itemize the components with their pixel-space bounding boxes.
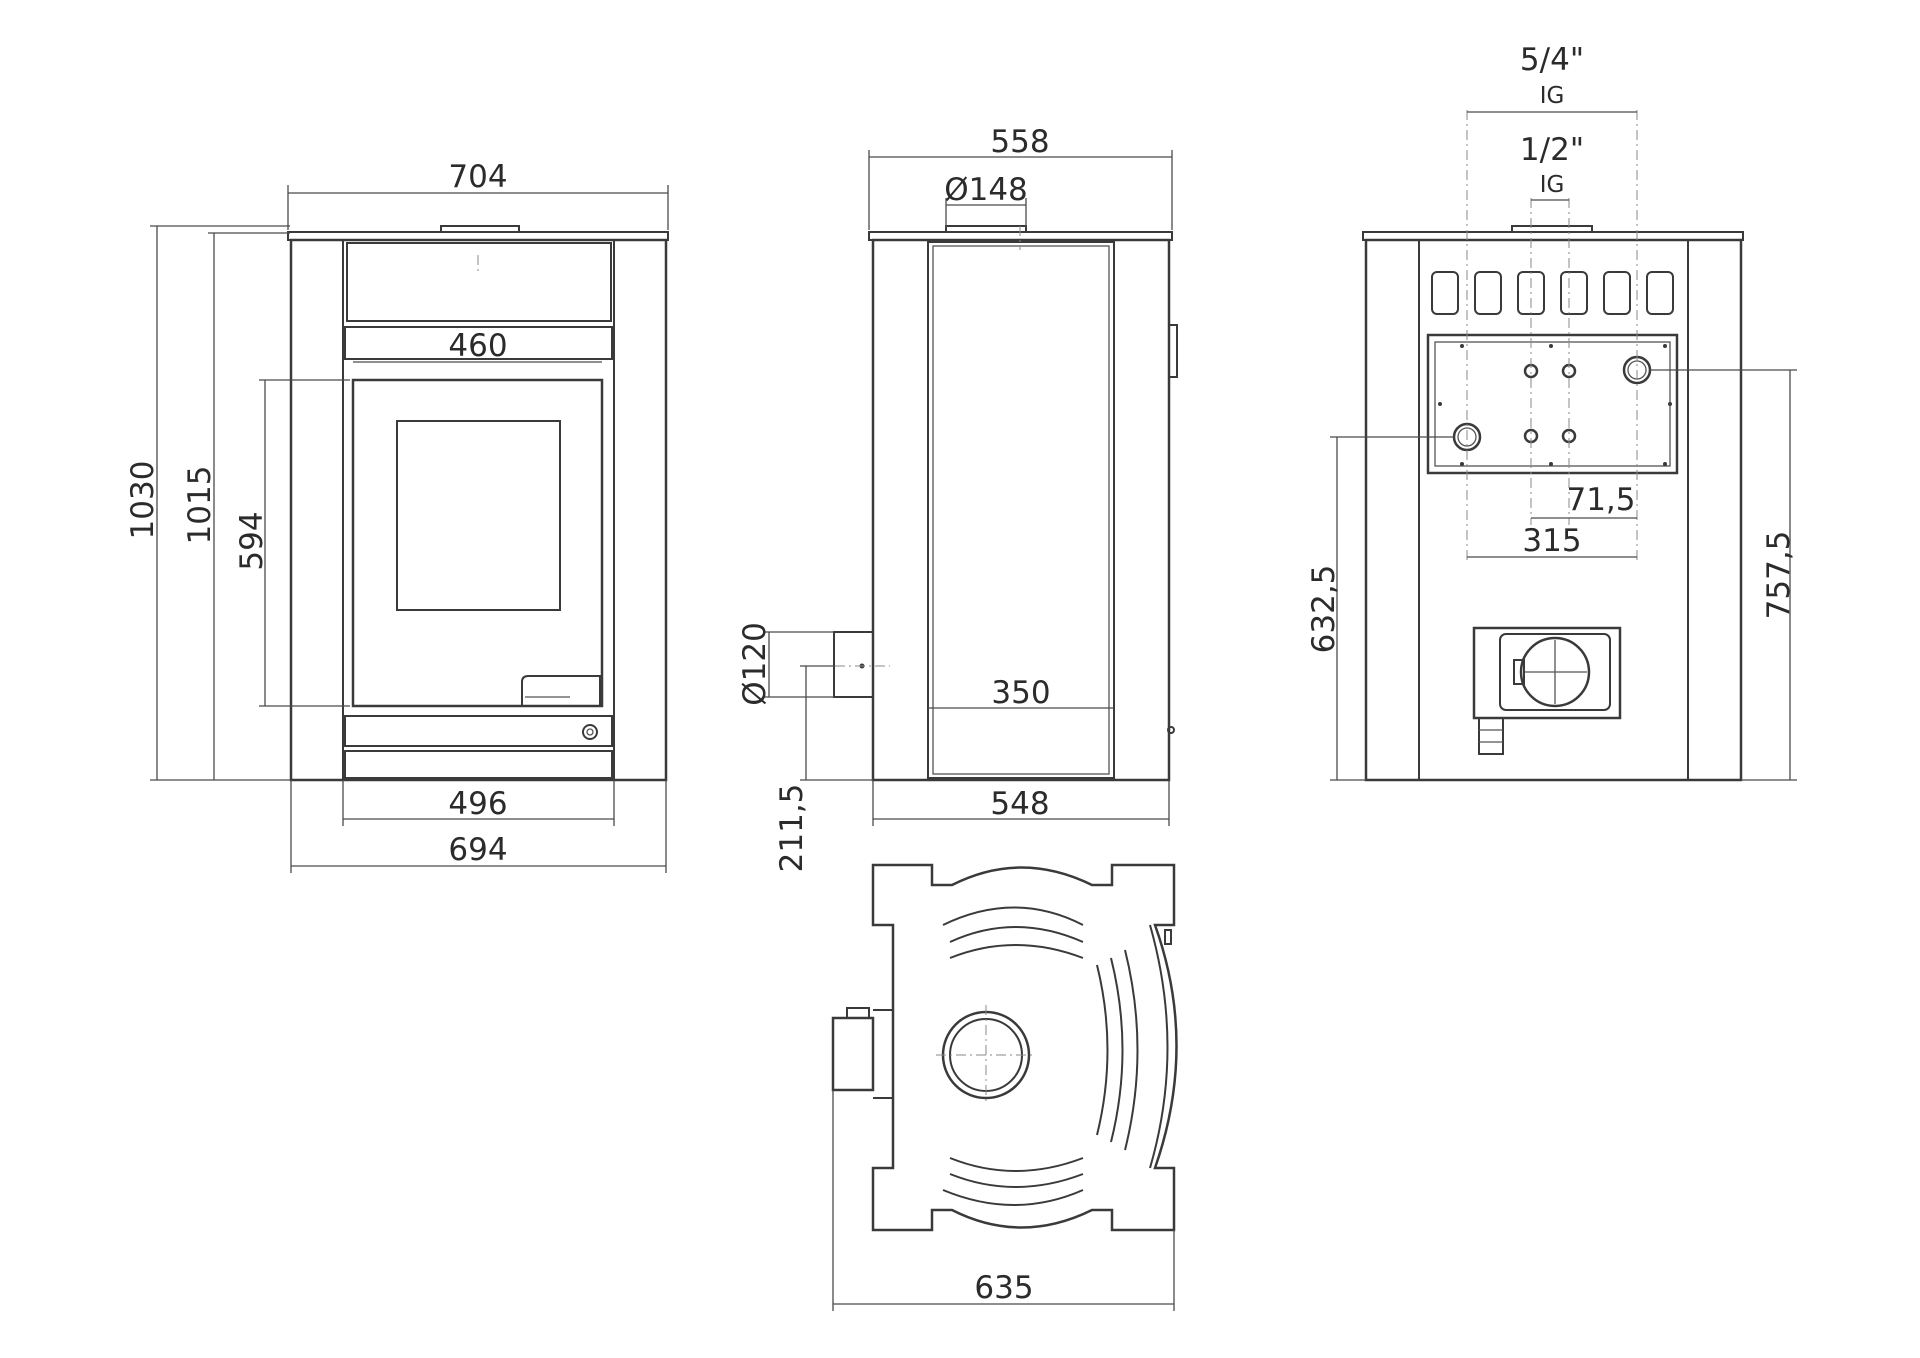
front-body (289, 238, 668, 782)
plan-arc-top-1 (942, 906, 1084, 926)
dim-350: 350 (991, 675, 1050, 711)
dim-flue-148: Ø148 (944, 172, 1028, 208)
front-upper-panel (346, 242, 612, 322)
dim-1030: 1030 (125, 461, 161, 540)
dim-558: 558 (990, 124, 1049, 160)
plan-arc-bottom-1 (949, 1157, 1084, 1172)
front-flue-collar (440, 225, 520, 233)
dim-1015: 1015 (182, 466, 218, 545)
side-rear-connector (1168, 324, 1178, 378)
dim-594: 594 (234, 511, 270, 570)
dim-635: 635 (974, 1270, 1033, 1306)
fire-door (351, 378, 604, 708)
side-flue-pipe (833, 631, 874, 698)
dim-flue-120: Ø120 (737, 622, 773, 706)
dim-548: 548 (990, 786, 1049, 822)
dim-pipe-1-2: 1/2" (1520, 132, 1584, 168)
rear-air-damper (1519, 636, 1591, 708)
air-control-knob (582, 724, 598, 740)
rear-connection-plate (1426, 333, 1679, 475)
front-view: 704 460 1030 1015 594 496 694 (125, 159, 669, 873)
plan-outline (871, 863, 1178, 1232)
door-handle (521, 675, 601, 705)
dim-211-5: 211,5 (774, 784, 810, 873)
side-panel (927, 241, 1115, 779)
dim-694: 694 (448, 832, 507, 868)
dim-pipe-5-4-thread: IG (1540, 83, 1565, 109)
dim-632-5: 632,5 (1306, 565, 1342, 654)
dim-757-5: 757,5 (1761, 531, 1797, 620)
dim-496: 496 (448, 786, 507, 822)
ash-drawer (344, 715, 613, 747)
plan-arc-right-1 (1096, 964, 1109, 1136)
dim-pipe-1-2-thread: IG (1540, 172, 1565, 198)
dim-pipe-5-4: 5/4" (1520, 42, 1584, 78)
dim-315: 315 (1522, 523, 1581, 559)
plan-side-flue (831, 1016, 875, 1092)
rear-view: 5/4" IG 1/2" IG 71,5 315 632,5 757,5 (1306, 42, 1797, 782)
side-body (871, 238, 1171, 782)
door-glass (396, 420, 561, 611)
rear-cleaning-hatch (1472, 626, 1622, 720)
dim-460: 460 (448, 328, 507, 364)
rear-vents (1431, 271, 1674, 315)
side-view: 350 558 Ø148 Ø120 211,5 548 (737, 124, 1178, 873)
plan-view: 635 (831, 863, 1178, 1311)
rear-body (1364, 238, 1743, 782)
dim-71-5: 71,5 (1566, 482, 1635, 518)
dim-704: 704 (448, 159, 507, 195)
